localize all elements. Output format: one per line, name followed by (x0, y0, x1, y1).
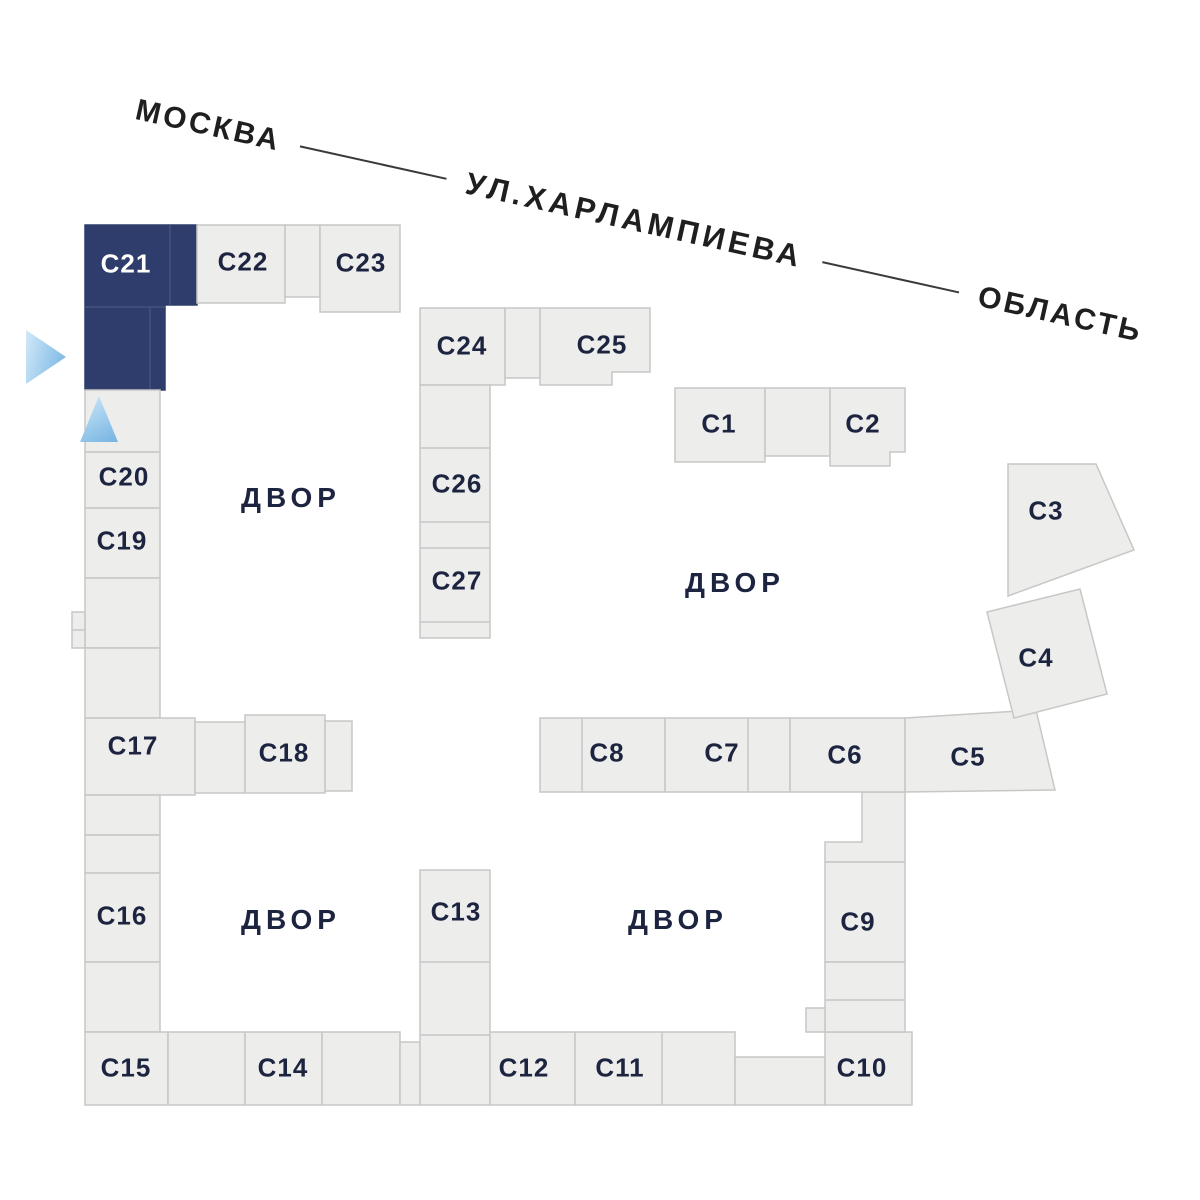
building-c5-shape[interactable] (904, 709, 1056, 793)
south-wing-section-1[interactable] (167, 1031, 246, 1106)
building-c17-shape[interactable] (84, 717, 196, 796)
building-c9-shape[interactable] (824, 861, 906, 963)
west-wing-section-2[interactable] (84, 577, 161, 649)
building-c26-c27-column[interactable] (419, 384, 491, 639)
building-c10-shape[interactable] (824, 1031, 913, 1106)
building-c25-shape[interactable] (539, 307, 651, 386)
building-c22-shape[interactable] (196, 224, 286, 304)
building-c18-shape[interactable] (244, 714, 326, 794)
west-wing-section-3[interactable] (84, 647, 161, 719)
courtyard-label-northwest: ДВОР (241, 482, 341, 513)
west-wing-section-6[interactable] (84, 961, 161, 1033)
building-c24-shape[interactable] (419, 307, 506, 386)
central-column-divisions (420, 447, 490, 623)
building-c3-shape[interactable] (1007, 463, 1136, 598)
building-c19-shape[interactable] (84, 507, 161, 579)
building-c21-divisions (85, 225, 171, 390)
building-c22-section[interactable] (284, 224, 321, 298)
east-wing-section-2[interactable] (824, 961, 906, 1033)
west-wing-section-5[interactable] (84, 834, 161, 874)
building-c14-shape[interactable] (244, 1031, 323, 1106)
street-line-segment (821, 261, 960, 294)
south-wing-section-3[interactable] (399, 1041, 421, 1106)
south-wing-section-4[interactable] (734, 1056, 826, 1106)
building-c13-shape[interactable] (419, 869, 491, 1106)
building-c15-shape[interactable] (84, 1031, 169, 1106)
east-wing-section-3[interactable] (805, 1007, 826, 1033)
courtyard-label-northeast: ДВОР (685, 567, 785, 598)
building-c2-shape[interactable] (829, 387, 906, 467)
west-wing-section-4[interactable] (84, 794, 161, 836)
building-c16-shape[interactable] (84, 872, 161, 963)
south-wing-section-2[interactable] (321, 1031, 401, 1106)
courtyard-label-southeast: ДВОР (628, 904, 728, 935)
central-wing-section-2[interactable] (764, 387, 831, 457)
building-c12-shape[interactable] (489, 1031, 576, 1106)
building-c18-section[interactable] (324, 720, 353, 792)
building-c8-shape[interactable] (539, 717, 666, 793)
building-c20-shape[interactable] (84, 451, 161, 509)
central-wing-section-1[interactable] (504, 307, 541, 379)
building-c4-shape[interactable] (986, 588, 1108, 719)
building-c7-shape[interactable] (664, 717, 791, 793)
building-c13-divisions (420, 961, 490, 1036)
building-c1-shape[interactable] (674, 387, 766, 463)
building-c6-shape[interactable] (789, 717, 906, 793)
building-c17-section[interactable] (194, 721, 246, 794)
building-c23-shape[interactable] (319, 224, 401, 313)
east-wing-section-1[interactable] (824, 791, 906, 863)
courtyard-label-southwest: ДВОР (241, 904, 341, 935)
building-c11-shape[interactable] (574, 1031, 736, 1106)
